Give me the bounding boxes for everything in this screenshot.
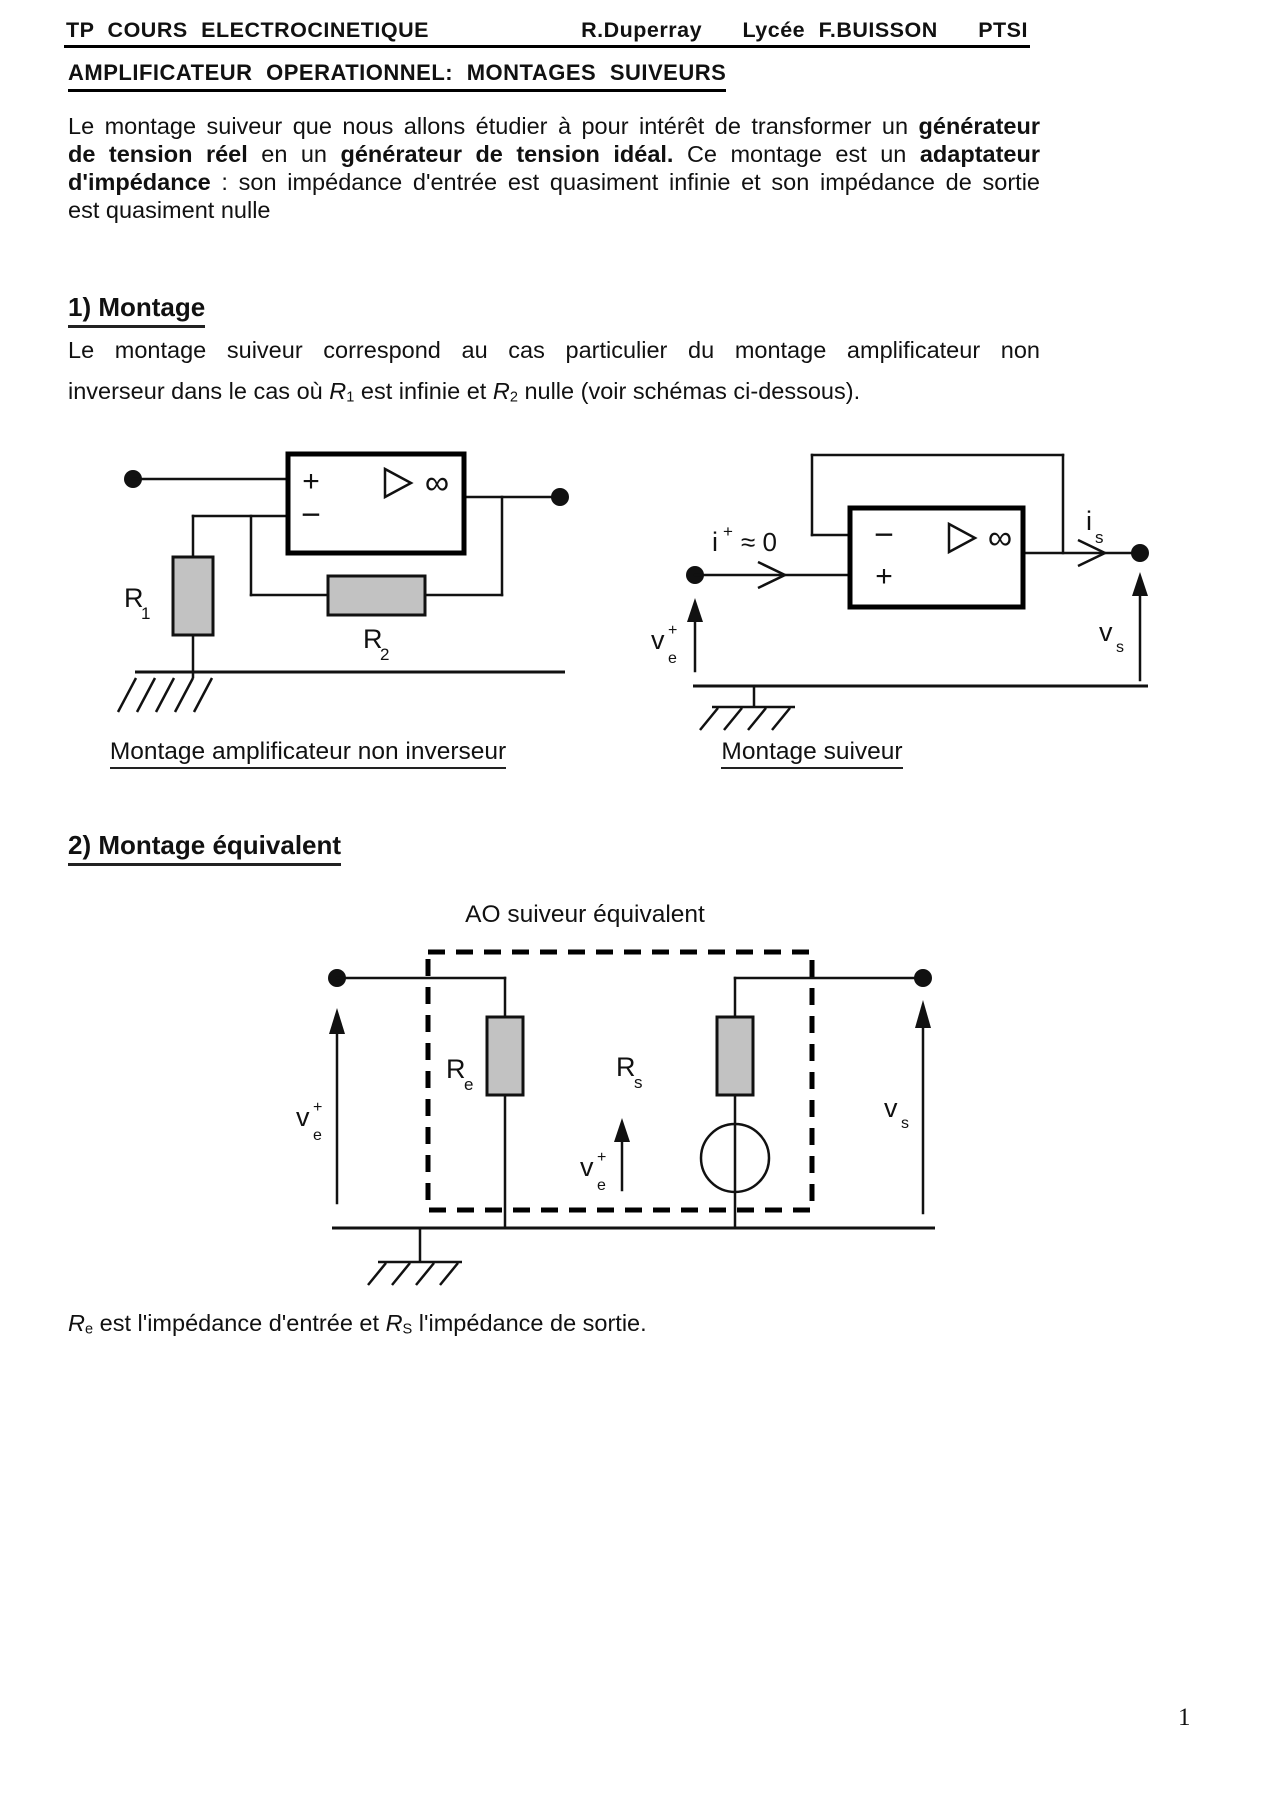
paragraph-line: Le montage suiveur correspond au cas par… — [68, 337, 1040, 363]
circuit-follower: i + ≈ 0 − + ∞ i s — [651, 453, 1149, 731]
svg-text:R: R — [124, 583, 144, 613]
paragraph-line: de tension réel en un générateur de tens… — [68, 141, 1040, 167]
page-header: TP COURS ELECTROCINETIQUE R.Duperray Lyc… — [66, 18, 1028, 43]
section-2-heading: 2) Montage équivalent — [68, 830, 342, 866]
svg-text:e: e — [464, 1075, 473, 1094]
output-terminal-dot — [914, 969, 932, 987]
svg-text:+: + — [313, 1099, 322, 1116]
output-terminal-dot — [551, 488, 569, 506]
ground-symbol — [367, 1228, 462, 1286]
output-terminal-dot — [1131, 544, 1149, 562]
svg-text:s: s — [634, 1073, 643, 1092]
svg-text:s: s — [1095, 528, 1104, 547]
source-voltage-arrow — [614, 1118, 630, 1192]
section-1-heading: 1) Montage — [68, 292, 206, 328]
resistor-r1-label: R 1 — [124, 583, 150, 623]
input-current-label: i + ≈ 0 — [712, 522, 777, 557]
paragraph-line: d'impédance : son impédance d'entrée est… — [68, 169, 1040, 195]
resistor-rs — [715, 1015, 755, 1097]
output-current-label: i s — [1086, 506, 1104, 547]
current-arrow-icon — [757, 560, 788, 590]
plus-input-label: + — [302, 465, 320, 498]
resistor-r2-label: R 2 — [363, 624, 389, 664]
svg-text:≈ 0: ≈ 0 — [741, 527, 777, 557]
output-voltage-arrow — [915, 1000, 931, 1215]
intro-paragraph: Le montage suiveur que nous allons étudi… — [68, 112, 1040, 224]
equivalent-box-dashed-border — [425, 949, 815, 1213]
svg-text:e: e — [668, 650, 677, 667]
paragraph-line: inverseur dans le cas où R1 est infinie … — [68, 378, 861, 406]
input-voltage-label: v + e — [296, 1099, 322, 1144]
wires — [131, 477, 562, 679]
figure-opamp-circuits: + − ∞ R 1 R 2 — [116, 451, 1149, 731]
svg-text:v: v — [580, 1152, 594, 1182]
figure-caption-right: Montage suiveur — [712, 738, 912, 769]
output-voltage-label: v s — [884, 1093, 909, 1132]
input-voltage-arrow — [687, 598, 703, 673]
wires — [335, 976, 925, 1230]
infinite-gain-label: ∞ — [425, 464, 449, 502]
paragraph-line: Le montage suiveur que nous allons étudi… — [68, 113, 1040, 139]
opamp-body — [847, 505, 1026, 610]
svg-text:s: s — [1116, 639, 1124, 656]
svg-text:1: 1 — [141, 604, 150, 623]
svg-text:s: s — [901, 1115, 909, 1132]
svg-text:2: 2 — [380, 645, 389, 664]
svg-text:i: i — [1086, 506, 1092, 536]
document-title: AMPLIFICATEUR OPERATIONNEL: MONTAGES SUI… — [68, 60, 727, 92]
svg-text:+: + — [668, 622, 677, 639]
closing-sentence: Re est l'impédance d'entrée et RS l'impé… — [68, 1310, 647, 1338]
svg-text:R: R — [363, 624, 383, 654]
figure-equivalent-circuit: R e R s v + e v + e v — [296, 949, 935, 1286]
input-voltage-label: v + e — [651, 622, 677, 667]
resistor-re — [485, 1015, 525, 1097]
svg-text:v: v — [884, 1093, 898, 1123]
resistor-r1 — [171, 555, 215, 637]
svg-text:R: R — [616, 1052, 636, 1082]
header-course-title: TP COURS ELECTROCINETIQUE — [66, 18, 429, 42]
svg-text:e: e — [313, 1127, 322, 1144]
svg-text:R: R — [446, 1054, 466, 1084]
voltage-source-circle — [699, 1122, 771, 1194]
source-voltage-label: v + e — [580, 1149, 606, 1194]
svg-text:+: + — [723, 522, 733, 541]
plus-input-label: + — [875, 560, 893, 593]
ground-symbol — [699, 686, 795, 731]
current-arrow-icon — [1077, 538, 1108, 568]
minus-input-label: − — [874, 516, 894, 554]
minus-input-label: − — [301, 496, 321, 534]
page-number: 1 — [1178, 1704, 1191, 1731]
svg-text:v: v — [296, 1102, 310, 1132]
figure-caption-left: Montage amplificateur non inverseur — [108, 738, 508, 769]
equivalent-circuit-title: AO suiveur équivalent — [465, 901, 705, 928]
resistor-r2 — [326, 574, 427, 617]
circuit-non-inverting-amplifier: + − ∞ R 1 R 2 — [116, 451, 569, 713]
svg-text:i: i — [712, 527, 718, 557]
opamp-triangle-icon — [383, 466, 414, 500]
header-author-school: R.Duperray Lycée F.BUISSON PTSI — [581, 18, 1028, 42]
wires — [693, 453, 1142, 577]
svg-text:v: v — [1099, 617, 1113, 647]
ground-symbol — [116, 677, 214, 713]
svg-text:e: e — [597, 1177, 606, 1194]
svg-text:v: v — [651, 625, 665, 655]
output-voltage-arrow — [1132, 572, 1148, 682]
header-rule — [64, 45, 1030, 48]
resistor-re-label: R e — [446, 1054, 473, 1094]
opamp-body — [285, 451, 467, 556]
section-1-paragraph: Le montage suiveur correspond au cas par… — [68, 330, 1040, 419]
opamp-triangle-icon — [947, 521, 978, 555]
paragraph-line: est quasiment nulle — [68, 197, 271, 223]
infinite-gain-label: ∞ — [988, 519, 1012, 557]
resistor-rs-label: R s — [616, 1052, 643, 1092]
svg-text:+: + — [597, 1149, 606, 1166]
input-voltage-arrow — [329, 1008, 345, 1205]
output-voltage-label: v s — [1099, 617, 1124, 656]
